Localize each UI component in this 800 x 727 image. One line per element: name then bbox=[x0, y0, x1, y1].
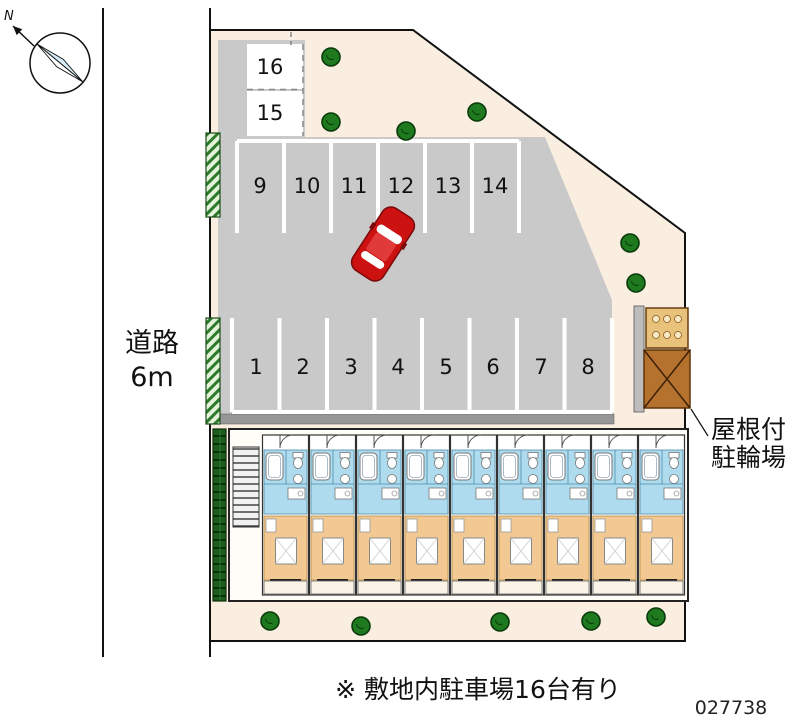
stall-number: 16 bbox=[257, 55, 284, 79]
stall-number: 13 bbox=[435, 174, 462, 198]
parking-curb bbox=[217, 413, 615, 425]
stall-number: 12 bbox=[388, 174, 415, 198]
bike-dot-icon bbox=[663, 315, 671, 323]
bike-dot-icon bbox=[674, 315, 682, 323]
stall-number: 6 bbox=[486, 355, 499, 379]
stall-number: 1 bbox=[249, 355, 262, 379]
parking-stalls-upper: 16 15 bbox=[247, 32, 304, 136]
car-rear-window bbox=[361, 251, 385, 269]
parked-car bbox=[350, 206, 416, 282]
tree-icon bbox=[396, 121, 416, 141]
stall-number: 15 bbox=[257, 101, 284, 125]
tree-icon bbox=[646, 607, 666, 627]
bike-dot-icon bbox=[652, 315, 660, 323]
bicycle-shed: 屋根付 駐輪場 bbox=[633, 305, 786, 472]
apartment-unit bbox=[543, 434, 592, 596]
car-mirror bbox=[369, 221, 377, 230]
road: 道路 6m bbox=[102, 8, 211, 657]
road-label: 道路 bbox=[125, 328, 179, 359]
stairs bbox=[232, 446, 260, 528]
stall-16 bbox=[247, 44, 303, 89]
tree-icon bbox=[321, 47, 341, 67]
apartment-unit bbox=[308, 434, 357, 596]
apartment-unit bbox=[590, 434, 639, 596]
stall-number: 7 bbox=[534, 355, 547, 379]
apartment-unit bbox=[637, 434, 686, 596]
stall-number: 10 bbox=[294, 174, 321, 198]
apartment-unit bbox=[449, 434, 498, 596]
parking-numbers-middle: 9 10 11 12 13 14 bbox=[253, 174, 508, 198]
north-label: N bbox=[4, 9, 14, 24]
road-width-label: 6m bbox=[130, 362, 173, 393]
apartment-unit bbox=[261, 434, 310, 596]
stall-15 bbox=[247, 91, 303, 136]
shed-side bbox=[633, 305, 645, 413]
hedge-strip bbox=[205, 132, 221, 218]
parking-stalls-lower bbox=[230, 318, 614, 414]
stall-number: 14 bbox=[482, 174, 509, 198]
stall-number: 11 bbox=[341, 174, 368, 198]
apartment-unit bbox=[402, 434, 451, 596]
parking-numbers-lower: 1 2 3 4 5 6 7 8 bbox=[249, 355, 594, 379]
tree-icon bbox=[581, 611, 601, 631]
shed-label-line1: 屋根付 bbox=[711, 415, 786, 444]
plan-code: 027738 bbox=[695, 697, 768, 719]
stall-number: 8 bbox=[581, 355, 594, 379]
site-note: ※ 敷地内駐車場16台有り bbox=[335, 675, 621, 704]
tree-icon bbox=[490, 612, 510, 632]
tree-icon bbox=[321, 112, 341, 132]
shed-roof-brace bbox=[643, 349, 691, 409]
tree-icon bbox=[260, 611, 280, 631]
hedge-strip bbox=[205, 317, 221, 425]
bike-dot-icon bbox=[652, 331, 660, 339]
stall-number: 5 bbox=[439, 355, 452, 379]
compass-needle-icon bbox=[36, 43, 84, 83]
bike-dot-icon bbox=[663, 331, 671, 339]
shed-label-line2: 駐輪場 bbox=[711, 443, 786, 472]
planting-strips bbox=[205, 132, 227, 602]
stall-number: 9 bbox=[253, 174, 266, 198]
parking-stalls-middle bbox=[235, 139, 521, 233]
tree-icon bbox=[626, 273, 646, 293]
bike-rack bbox=[645, 307, 689, 349]
parking-main-lot bbox=[218, 137, 612, 414]
stall-number: 2 bbox=[296, 355, 309, 379]
tree-icon bbox=[351, 616, 371, 636]
car-roof bbox=[366, 232, 396, 262]
apartment-building bbox=[228, 428, 689, 602]
bike-dot-icon bbox=[674, 331, 682, 339]
car-mirror bbox=[400, 242, 408, 251]
stall-number: 3 bbox=[344, 355, 357, 379]
stall-number: 4 bbox=[391, 355, 404, 379]
compass: N bbox=[4, 9, 91, 94]
north-arrowhead-icon bbox=[13, 26, 23, 36]
apartment-unit bbox=[496, 434, 545, 596]
shed-label-pointer bbox=[690, 408, 709, 437]
tree-icon bbox=[620, 233, 640, 253]
apartment-unit bbox=[355, 434, 404, 596]
car-windshield bbox=[376, 224, 402, 245]
hedge-strip bbox=[212, 428, 227, 602]
tree-icon bbox=[467, 102, 487, 122]
